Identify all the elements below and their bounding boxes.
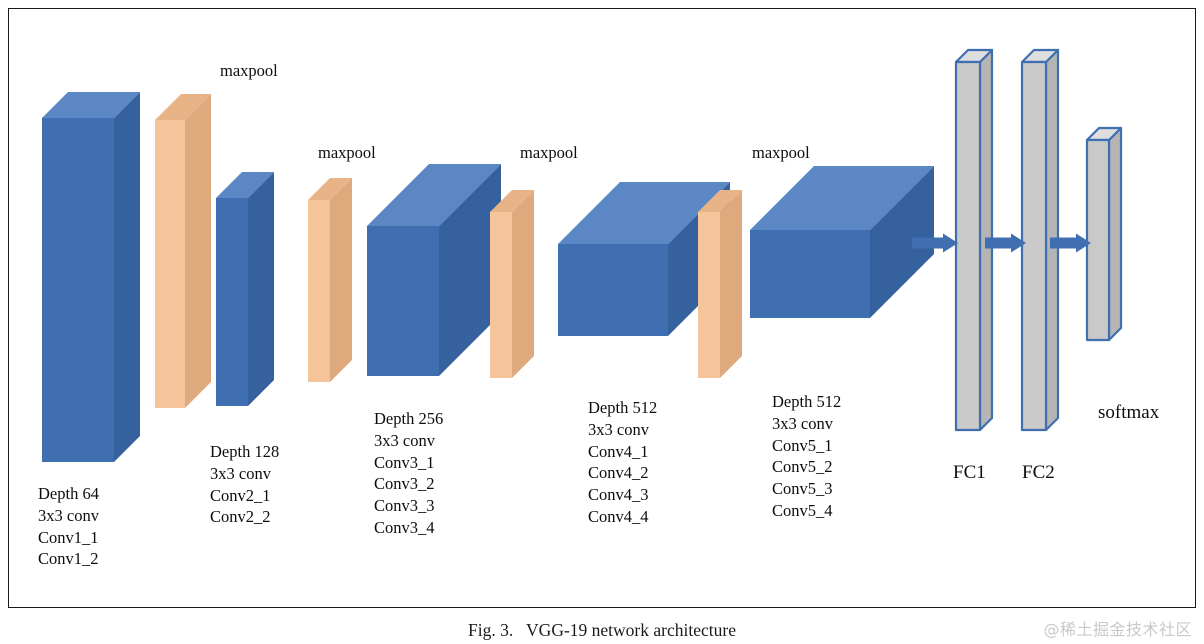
conv-label-line: Conv3_4 [374,517,435,537]
conv-label-line: Conv5_3 [772,479,833,499]
conv-label-line: Conv3_3 [374,496,435,516]
softmax-label: softmax [1098,402,1160,423]
maxpool-label-1: maxpool [220,61,278,80]
conv-label-line: Conv4_2 [588,463,649,483]
conv-label-line: Depth 256 [374,409,444,428]
conv-label-line: Conv3_2 [374,474,435,494]
conv-label-line: Depth 128 [210,442,280,461]
maxpool-label-2: maxpool [318,143,376,162]
conv-label-line: 3x3 conv [588,419,649,439]
conv-label-line: Conv5_4 [772,500,833,520]
conv-label-line: Depth 64 [38,484,99,503]
maxpool-label-3: maxpool [520,143,578,162]
conv-label-line: Conv1_1 [38,527,99,547]
conv-label-line: Conv2_1 [210,485,271,505]
conv-label-line: Conv4_3 [588,485,649,505]
conv-label-line: 3x3 conv [374,430,435,450]
conv-label-line: Conv4_4 [588,506,649,526]
conv-label-line: Conv2_2 [210,507,271,527]
fc2-label: FC2 [1022,462,1055,483]
watermark-text: @稀土掘金技术社区 [1043,620,1192,639]
maxpool-label-4: maxpool [752,143,810,162]
conv-label-line: Conv5_2 [772,457,833,477]
conv-label-line: Depth 512 [772,392,842,411]
conv-label-line: Conv4_1 [588,441,649,461]
figure-caption: Fig. 3. VGG-19 network architecture [468,620,736,640]
conv-label-line: Depth 512 [588,398,658,417]
conv-label-line: Conv1_2 [38,549,99,569]
conv-label-line: Conv5_1 [772,435,833,455]
conv-label-line: 3x3 conv [772,413,833,433]
conv-label-line: Conv3_1 [374,452,435,472]
conv-label-line: 3x3 conv [38,505,99,525]
conv-label-line: 3x3 conv [210,463,271,483]
fc1-label: FC1 [953,462,986,483]
